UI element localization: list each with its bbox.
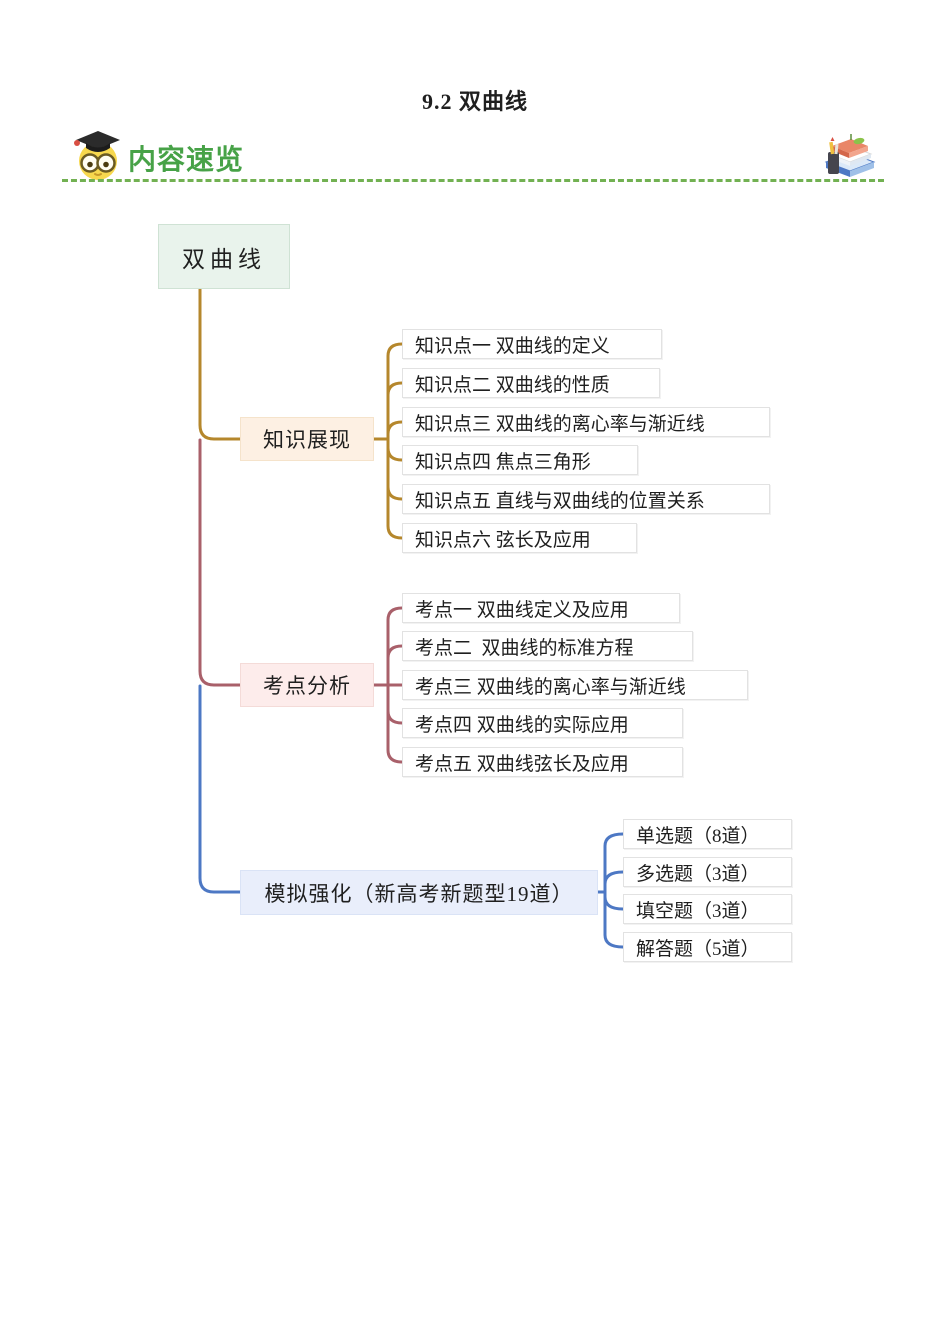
leaf-exam-3: 考点三 双曲线的离心率与渐近线	[402, 670, 748, 700]
leaf-exam-2: 考点二 双曲线的标准方程	[402, 631, 693, 661]
leaf-knowledge-1: 知识点一 双曲线的定义	[402, 329, 662, 359]
branch-node-exam: 考点分析	[240, 663, 374, 707]
dashed-divider	[62, 179, 884, 182]
leaf-knowledge-2: 知识点二 双曲线的性质	[402, 368, 660, 398]
leaf-knowledge-5: 知识点五 直线与双曲线的位置关系	[402, 484, 770, 514]
owl-scholar-icon	[74, 131, 120, 180]
content-overview-heading: 内容速览	[128, 144, 245, 175]
leaf-mock-3: 填空题（3道）	[623, 894, 792, 924]
trunk-line-exam	[198, 438, 242, 687]
books-stack-icon	[824, 134, 876, 177]
leaf-knowledge-3: 知识点三 双曲线的离心率与渐近线	[402, 407, 770, 437]
leaf-knowledge-6: 知识点六 弦长及应用	[402, 523, 637, 553]
mindmap-root-node: 双曲线	[158, 224, 290, 289]
trunk-line-mock	[198, 684, 242, 894]
branch-node-knowledge: 知识展现	[240, 417, 374, 461]
bracket-exam	[372, 606, 404, 764]
trunk-line-knowledge	[198, 287, 242, 441]
leaf-mock-1: 单选题（8道）	[623, 819, 792, 849]
bracket-knowledge	[372, 342, 404, 540]
leaf-exam-1: 考点一 双曲线定义及应用	[402, 593, 680, 623]
leaf-mock-4: 解答题（5道）	[623, 932, 792, 962]
leaf-exam-5: 考点五 双曲线弦长及应用	[402, 747, 683, 777]
leaf-exam-4: 考点四 双曲线的实际应用	[402, 708, 683, 738]
branch-node-mock: 模拟强化（新高考新题型19道）	[240, 870, 598, 915]
page-title: 9.2 双曲线	[421, 89, 528, 114]
leaf-mock-2: 多选题（3道）	[623, 857, 792, 887]
bracket-mock	[596, 832, 625, 949]
leaf-knowledge-4: 知识点四 焦点三角形	[402, 445, 638, 475]
